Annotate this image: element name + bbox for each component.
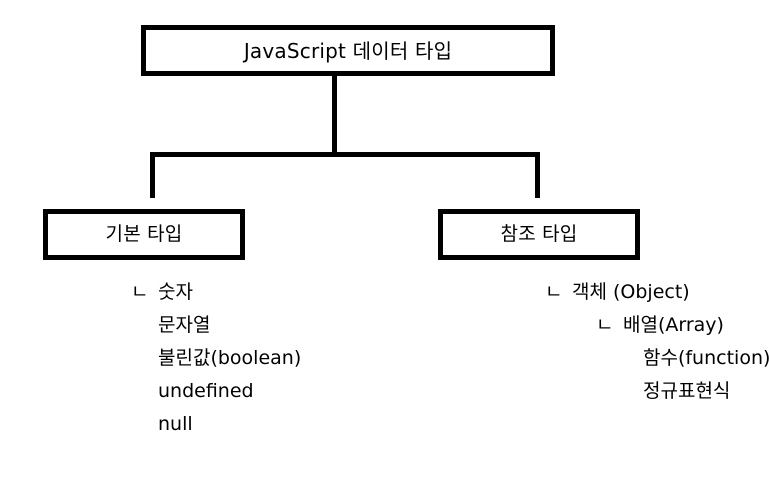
node-primitive-type: 기본 타입 (43, 209, 245, 260)
list-item-label: 정규표현식 (643, 380, 731, 402)
list-item: 정규표현식 (545, 375, 769, 408)
node-primitive-type-label: 기본 타입 (105, 223, 183, 246)
list-item: ㄴ 배열(Array) (545, 309, 769, 342)
connector-root-stem (332, 76, 337, 154)
node-reference-type: 참조 타입 (438, 209, 640, 260)
list-item-label: null (158, 413, 193, 435)
list-item: 문자열 (131, 309, 301, 342)
connector-horizontal-bus (150, 152, 540, 157)
connector-drop-to-primitive (150, 152, 155, 198)
branch-marker-icon: ㄴ (596, 314, 614, 336)
reference-type-item-list: ㄴ 객체 (Object) ㄴ 배열(Array) 함수(function) 정규표… (545, 276, 769, 408)
list-item: null (131, 408, 301, 441)
branch-marker-icon: ㄴ (131, 281, 149, 303)
list-item: undefined (131, 375, 301, 408)
list-item-label: 함수(function) (643, 347, 769, 369)
node-reference-type-label: 참조 타입 (500, 223, 578, 246)
connector-drop-to-reference (535, 152, 540, 198)
root-node-label: JavaScript 데이터 타입 (243, 38, 453, 63)
branch-marker-icon: ㄴ (545, 281, 563, 303)
root-node-javascript-data-types: JavaScript 데이터 타입 (141, 25, 555, 76)
list-item: ㄴ 객체 (Object) (545, 276, 769, 309)
list-item-label: 객체 (Object) (572, 281, 690, 303)
list-item-label: 불린값(boolean) (158, 347, 302, 369)
list-item-label: 문자열 (158, 314, 211, 336)
list-item-label: 숫자 (158, 281, 193, 303)
primitive-type-item-list: ㄴ 숫자 문자열 불린값(boolean) undefined null (131, 276, 301, 441)
list-item-label: undefined (158, 380, 254, 402)
list-item: 불린값(boolean) (131, 342, 301, 375)
list-item: 함수(function) (545, 342, 769, 375)
list-item-label: 배열(Array) (623, 314, 724, 336)
list-item: ㄴ 숫자 (131, 276, 301, 309)
